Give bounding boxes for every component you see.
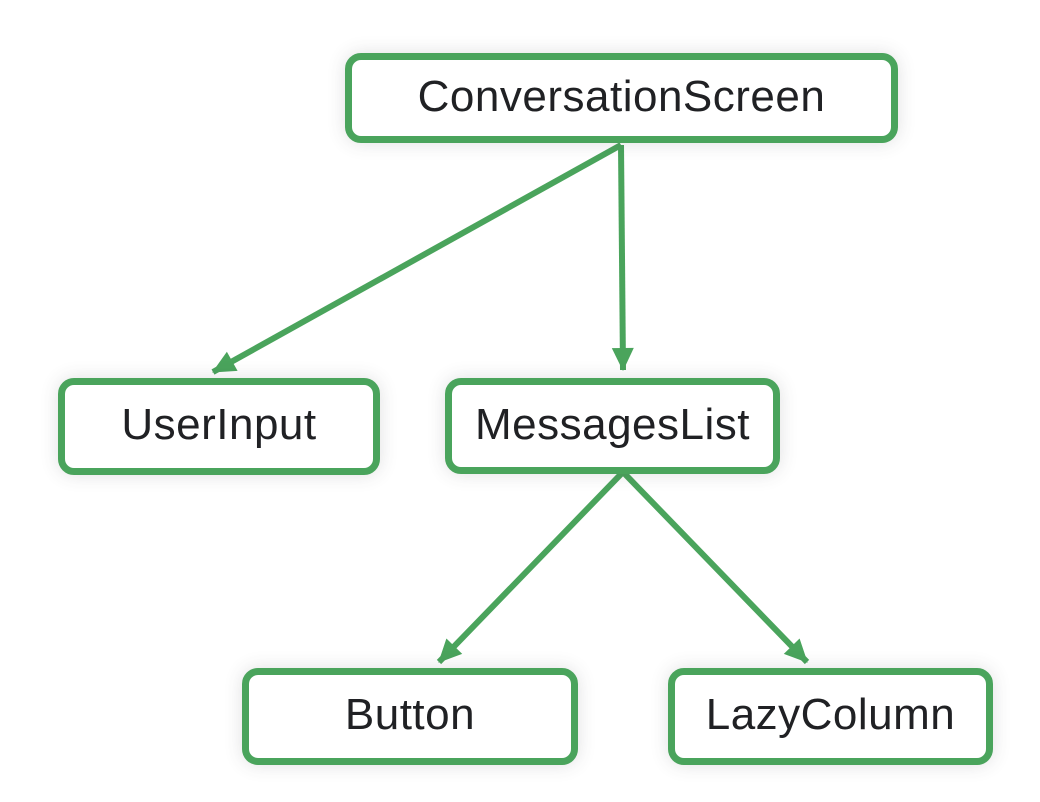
node-label: UserInput [121,400,317,449]
node-conversationscreen: ConversationScreen [345,53,898,143]
node-label: ConversationScreen [417,71,826,121]
node-messageslist: MessagesList [445,378,780,474]
node-userinput: UserInput [58,378,380,475]
node-button: Button [242,668,578,765]
edge-messageslist-lazycolumn [620,469,810,665]
edge-conversationscreen-messageslist [611,144,634,371]
node-lazycolumn: LazyColumn [668,668,993,765]
edge-messageslist-button [436,469,626,665]
node-label: LazyColumn [705,690,956,739]
node-label: Button [344,690,476,739]
node-label: MessagesList [474,399,750,449]
edge-conversationscreen-userinput [211,142,623,375]
